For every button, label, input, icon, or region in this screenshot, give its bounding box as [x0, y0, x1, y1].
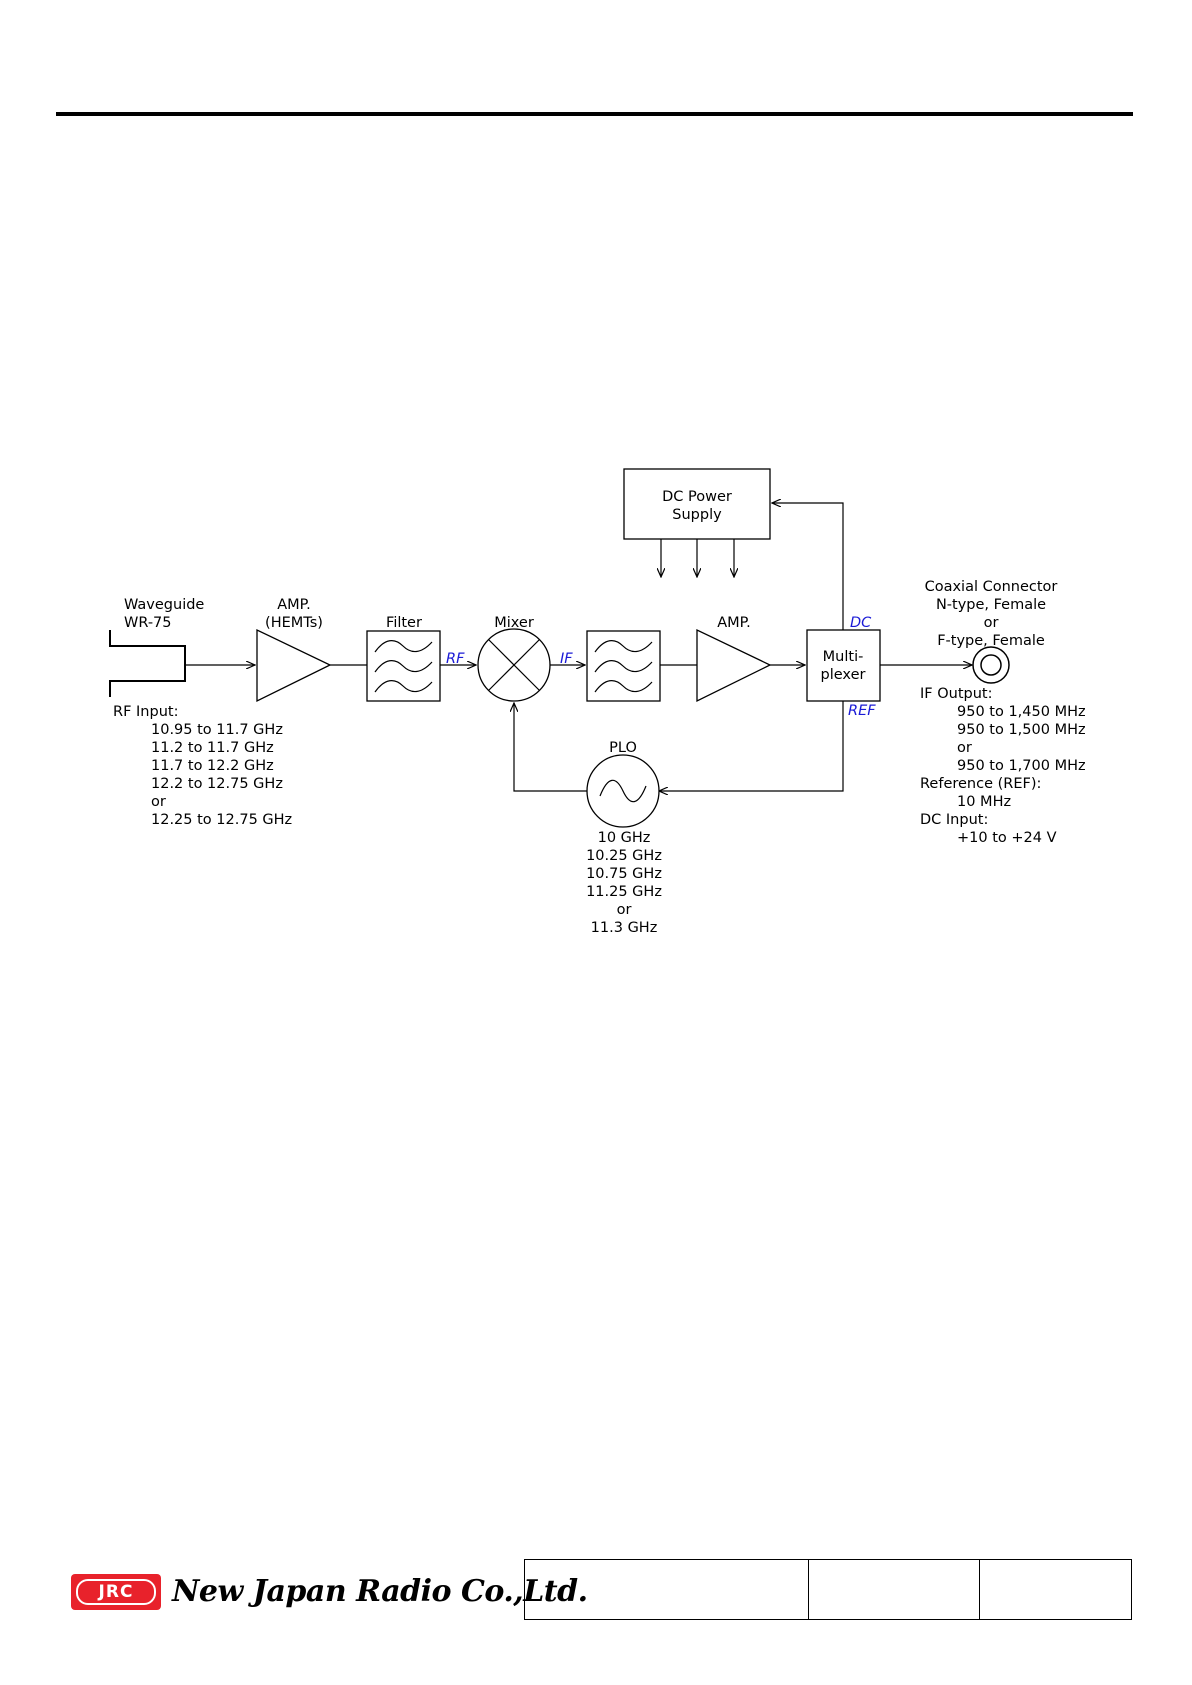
plo-frequency: or	[617, 902, 632, 918]
lo-feed-line	[514, 703, 587, 792]
footer-cell	[980, 1560, 1131, 1619]
dc-power-label-1: DC Power	[662, 489, 732, 505]
if-signal-label: IF	[560, 651, 573, 667]
waveguide-label-2: WR-75	[124, 615, 172, 631]
rf-input-range: or	[151, 794, 166, 810]
dc-input-title: DC Input:	[920, 812, 988, 828]
plo-frequency: 10.75 GHz	[586, 866, 662, 882]
if-output-range: 950 to 1,700 MHz	[957, 758, 1086, 774]
jrc-logo: JRC	[71, 1574, 161, 1610]
dc-power-label-2: Supply	[672, 507, 722, 523]
connector-label-1: Coaxial Connector	[925, 579, 1058, 595]
amp-hemt-label-1: AMP.	[277, 597, 311, 613]
ref-signal-label: REF	[848, 703, 876, 719]
if-output-range: 950 to 1,500 MHz	[957, 722, 1086, 738]
company-name: New Japan Radio Co.,Ltd.	[172, 1574, 588, 1609]
jrc-logo-text: JRC	[76, 1579, 156, 1605]
dc-feed-line	[772, 503, 844, 630]
if-amplifier-symbol	[696, 628, 772, 703]
plo-label: PLO	[609, 740, 637, 756]
rf-input-range: 12.2 to 12.75 GHz	[151, 776, 283, 792]
footer-cell	[525, 1560, 809, 1619]
multiplexer-label-2: plexer	[821, 667, 866, 683]
if-output-title: IF Output:	[920, 686, 992, 702]
amp2-label: AMP.	[717, 615, 751, 631]
rf-signal-label: RF	[446, 651, 465, 667]
footer-cell	[809, 1560, 980, 1619]
plo-frequency: 10 GHz	[598, 830, 651, 846]
plo-frequency: 11.25 GHz	[586, 884, 662, 900]
rf-input-range: 11.2 to 11.7 GHz	[151, 740, 274, 756]
mixer-symbol	[477, 628, 551, 702]
rf-filter-symbol	[366, 630, 441, 702]
waveguide-symbol	[109, 630, 186, 697]
hemt-amplifier-symbol	[256, 628, 332, 703]
ref-feed-line	[659, 701, 844, 791]
waveguide-label-1: Waveguide	[124, 597, 204, 613]
amp-hemt-label-2: (HEMTs)	[265, 615, 323, 631]
if-output-range: 950 to 1,450 MHz	[957, 704, 1086, 720]
if-filter-symbol	[586, 630, 661, 702]
rf-input-range: 11.7 to 12.2 GHz	[151, 758, 274, 774]
multiplexer-label-1: Multi-	[823, 649, 864, 665]
reference-value: 10 MHz	[957, 794, 1011, 810]
footer-info-table	[524, 1559, 1132, 1620]
if-output-range: or	[957, 740, 972, 756]
dc-power-supply-box	[623, 468, 771, 540]
dc-input-value: +10 to +24 V	[957, 830, 1057, 846]
reference-title: Reference (REF):	[920, 776, 1041, 792]
plo-oscillator-symbol	[586, 754, 660, 828]
plo-frequency: 10.25 GHz	[586, 848, 662, 864]
mixer-label: Mixer	[494, 615, 534, 631]
rf-input-range: 12.25 to 12.75 GHz	[151, 812, 292, 828]
filter-label: Filter	[386, 615, 422, 631]
connector-label-4: F-type, Female	[937, 633, 1045, 649]
rf-input-title: RF Input:	[113, 704, 178, 720]
coaxial-connector-symbol	[972, 646, 1010, 684]
connector-label-2: N-type, Female	[936, 597, 1046, 613]
rf-input-range: 10.95 to 11.7 GHz	[151, 722, 283, 738]
connector-label-3: or	[984, 615, 999, 631]
plo-frequency: 11.3 GHz	[591, 920, 658, 936]
header-rule	[56, 112, 1133, 116]
dc-signal-label: DC	[850, 615, 872, 631]
multiplexer-box	[806, 629, 881, 702]
